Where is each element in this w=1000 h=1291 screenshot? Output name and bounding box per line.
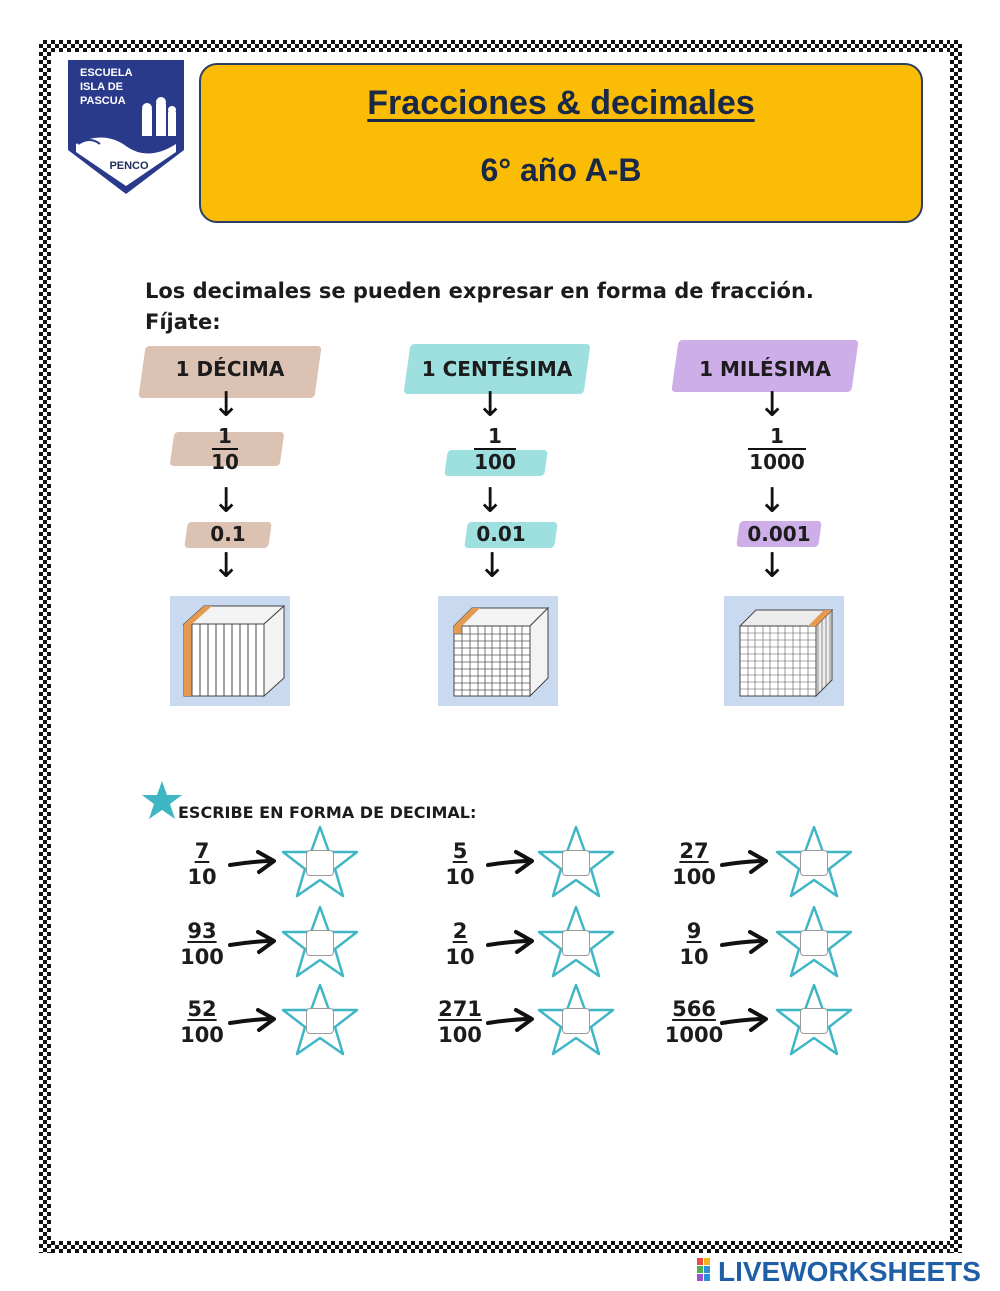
exercise-denominator: 10 (187, 865, 217, 889)
down-arrow-icon: ↓ (758, 385, 787, 425)
column-label-milesima: 1 MILÉSIMA (699, 357, 831, 381)
decimal-centesima: 0.01 (476, 522, 526, 546)
exercise-numerator: 2 (452, 919, 468, 943)
checkered-border-top (39, 40, 962, 52)
answer-input[interactable] (306, 850, 334, 876)
centesima-cube-image (438, 596, 558, 706)
star-bullet-icon (142, 781, 182, 819)
intro-text: Los decimales se pueden expresar en form… (145, 279, 814, 334)
answer-input[interactable] (800, 1008, 828, 1034)
exercise-numerator: 271 (438, 997, 482, 1021)
answer-input[interactable] (800, 850, 828, 876)
exercise-denominator: 1000 (664, 1023, 724, 1047)
centesima-cube-icon (452, 606, 550, 698)
down-arrow-icon: ↓ (476, 481, 505, 521)
title-banner (199, 63, 923, 223)
school-logo-town: PENCO (109, 160, 149, 172)
milesima-cube-icon (738, 608, 834, 698)
exercise-denominator: 100 (672, 865, 716, 889)
column-label-centesima: 1 CENTÉSIMA (421, 357, 573, 381)
exercise-denominator: 100 (180, 1023, 224, 1047)
answer-input[interactable] (800, 930, 828, 956)
checkered-border-left (39, 40, 51, 1253)
exercise-numerator: 7 (194, 839, 210, 863)
decima-cube-image (170, 596, 290, 706)
liveworksheets-logo-icon (697, 1258, 710, 1281)
right-arrow-icon (486, 850, 534, 874)
exercise-numerator: 566 (672, 997, 716, 1021)
exercise-denominator: 100 (180, 945, 224, 969)
down-arrow-icon: ↓ (758, 481, 787, 521)
down-arrow-icon: ↓ (212, 546, 241, 586)
checkered-border-right (950, 40, 962, 1253)
down-arrow-icon: ↓ (212, 481, 241, 521)
exercise-denominator: 10 (445, 865, 475, 889)
checkered-border-bottom (39, 1241, 962, 1253)
right-arrow-icon (720, 850, 768, 874)
right-arrow-icon (228, 850, 276, 874)
answer-input[interactable] (562, 930, 590, 956)
exercise-denominator: 10 (679, 945, 709, 969)
right-arrow-icon (228, 930, 276, 954)
page-subtitle: 6° año A-B (480, 152, 642, 188)
right-arrow-icon (486, 930, 534, 954)
right-arrow-icon (486, 1008, 534, 1032)
down-arrow-icon: ↓ (212, 385, 241, 425)
decimal-decima: 0.1 (210, 522, 246, 546)
answer-input[interactable] (562, 1008, 590, 1034)
fraction-milesima: 1 1000 (748, 424, 806, 474)
page-title: Fracciones & decimales (367, 84, 755, 122)
fraction-centesima: 1 100 (474, 424, 516, 474)
school-logo-text: ESCUELA ISLA DE PASCUA (80, 67, 133, 107)
exercise-numerator: 5 (452, 839, 468, 863)
exercise-numerator: 93 (187, 919, 217, 943)
decimal-milesima: 0.001 (747, 522, 811, 546)
exercise-denominator: 10 (445, 945, 475, 969)
right-arrow-icon (720, 1008, 768, 1032)
right-arrow-icon (720, 930, 768, 954)
down-arrow-icon: ↓ (758, 546, 787, 586)
right-arrow-icon (228, 1008, 276, 1032)
decima-cube-icon (182, 604, 286, 698)
column-label-decima: 1 DÉCIMA (175, 357, 285, 381)
footer-brand: LIVEWORKSHEETS (718, 1256, 981, 1287)
exercise-numerator: 52 (187, 997, 217, 1021)
answer-input[interactable] (562, 850, 590, 876)
answer-input[interactable] (306, 1008, 334, 1034)
exercise-numerator: 27 (679, 839, 709, 863)
milesima-cube-image (724, 596, 844, 706)
down-arrow-icon: ↓ (476, 385, 505, 425)
exercise-title: ESCRIBE EN FORMA DE DECIMAL: (178, 803, 477, 822)
down-arrow-icon: ↓ (478, 546, 507, 586)
fraction-decima: 1 10 (211, 424, 239, 474)
school-logo (68, 60, 184, 194)
exercise-numerator: 9 (686, 919, 702, 943)
exercise-denominator: 100 (438, 1023, 482, 1047)
answer-input[interactable] (306, 930, 334, 956)
